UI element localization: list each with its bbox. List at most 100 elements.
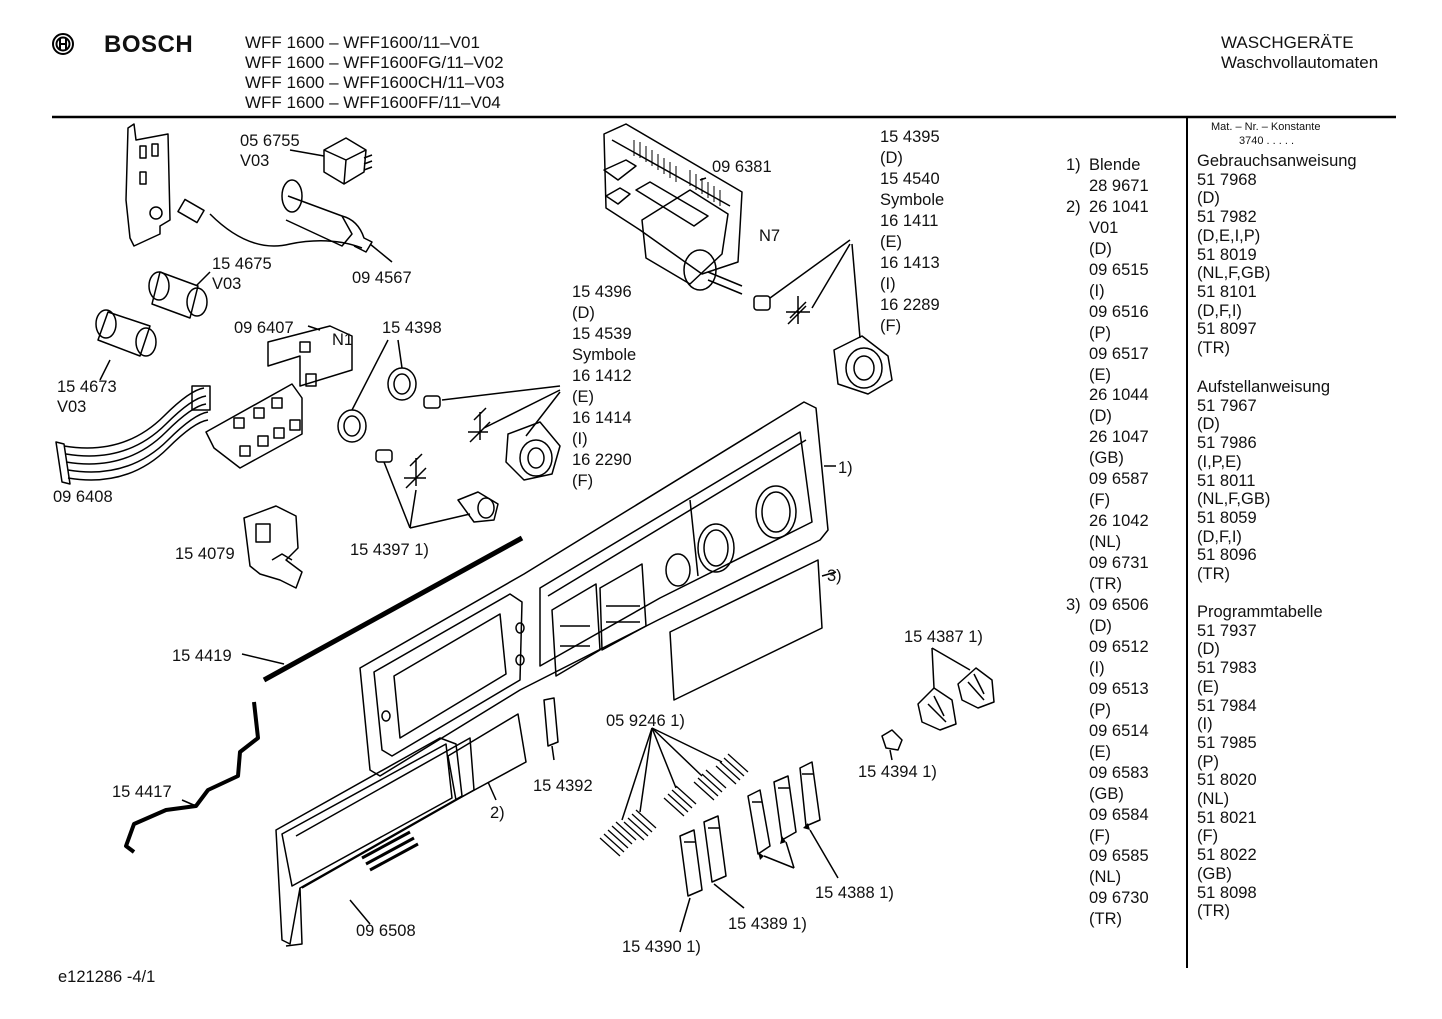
list-item: 09 6514	[1089, 721, 1149, 740]
bosch-logo-icon	[52, 33, 74, 55]
model-line: WFF 1600 – WFF1600CH/11–V03	[245, 73, 505, 92]
list-item: 09 6583	[1089, 763, 1149, 782]
leader-lines	[769, 239, 861, 339]
list-item: (NL,F,GB)	[1197, 264, 1271, 283]
list-item: 51 7986	[1197, 434, 1257, 453]
leader-line	[99, 359, 111, 381]
board-designator: N1	[332, 331, 354, 349]
list-item: (D)	[1197, 415, 1220, 434]
part-label: 09 6381	[712, 158, 772, 176]
reference-marker: 3)	[827, 567, 842, 585]
leader-line	[349, 899, 371, 925]
reference-marker: 2)	[490, 804, 505, 822]
list-item: (P)	[1089, 323, 1111, 342]
list-item: 51 8059	[1197, 508, 1257, 527]
part-label: 15 4390 1)	[622, 938, 701, 956]
category-subtitle: Waschvollautomaten	[1221, 53, 1379, 72]
list-item: (GB)	[1197, 864, 1232, 883]
list-item: (I)	[1089, 281, 1105, 300]
leader-line	[195, 271, 211, 287]
part-label: 15 4392	[533, 777, 593, 795]
list-item: 51 7985	[1197, 733, 1257, 752]
list-item: 51 7984	[1197, 696, 1257, 715]
part-label: 09 6508	[356, 922, 416, 940]
list-item: (E)	[1089, 365, 1111, 384]
part-label: 09 6407	[234, 319, 294, 337]
list-item: (E)	[880, 232, 902, 251]
list-item: 28 9671	[1089, 176, 1149, 195]
leader-lines	[679, 829, 839, 933]
spring-part	[599, 753, 749, 857]
capacitor-part	[177, 179, 373, 253]
list-item: 09 6516	[1089, 302, 1149, 321]
list-item: 51 7982	[1197, 208, 1257, 227]
list-item: 09 6513	[1089, 679, 1149, 698]
list-item: 16 2290	[572, 450, 632, 469]
reference-marker: 1)	[838, 459, 853, 477]
doc-section-aufstellanweisung: Aufstellanweisung 51 7967 (D) 51 7986 (I…	[1197, 378, 1330, 584]
list-item: (D,F,I)	[1197, 527, 1242, 546]
list-item: 09 6506	[1089, 596, 1149, 615]
mat-value: 3740 . . . . .	[1239, 135, 1295, 147]
brand-name: BOSCH	[104, 31, 194, 58]
part-label: 09 6408	[53, 488, 113, 506]
section-title: Aufstellanweisung	[1197, 378, 1330, 396]
list-item: 16 1412	[572, 366, 632, 385]
part-variant: V03	[212, 275, 242, 293]
reference-marker: 1)	[1066, 156, 1081, 174]
star-washer-part	[404, 407, 491, 489]
part-label: 15 4419	[172, 647, 232, 665]
list-item: (NL,F,GB)	[1197, 490, 1271, 509]
part-label: 15 4398	[382, 319, 442, 337]
part-label: 05 9246 1)	[606, 712, 685, 730]
list-item: (D)	[1197, 189, 1220, 208]
list-item: 15 4539	[572, 324, 632, 343]
list-item: 16 1414	[572, 408, 632, 427]
list-item: 15 4396	[572, 283, 632, 301]
list-item: (D,E,I,P)	[1197, 226, 1261, 245]
list-item: (D)	[1089, 239, 1112, 258]
list-item: (I,P,E)	[1197, 452, 1242, 471]
leader-line	[397, 339, 403, 369]
list-item: (I)	[1197, 715, 1213, 734]
part-label: 05 6755	[240, 132, 300, 150]
reference-marker: 3)	[1066, 596, 1081, 614]
list-item: (TR)	[1089, 910, 1122, 929]
list-item: 51 7937	[1197, 621, 1257, 640]
list-item: 16 1411	[880, 211, 939, 230]
doc-section-programmtabelle: Programmtabelle 51 7937 (D) 51 7983 (E) …	[1197, 603, 1323, 921]
part-label: 15 4387 1)	[904, 628, 983, 646]
document-code: e121286 -4/1	[58, 968, 156, 986]
list-item: 51 8019	[1197, 245, 1257, 264]
list-item: 15 4540	[880, 169, 940, 188]
list-item: (E)	[1089, 742, 1111, 761]
list-item: 16 2289	[880, 295, 940, 314]
part-variant: V03	[240, 152, 270, 170]
list-item: (D,F,I)	[1197, 301, 1242, 320]
list-item: (D)	[1089, 407, 1112, 426]
list-item: 26 1041	[1089, 197, 1149, 216]
list-item: 51 8011	[1197, 471, 1256, 490]
list-item: (I)	[1089, 658, 1105, 677]
star-washer-part	[786, 296, 810, 325]
list-item: 15 4395	[880, 128, 940, 146]
list-item: 51 8021	[1197, 808, 1257, 827]
leader-line	[931, 647, 935, 689]
list-item: Symbole	[880, 190, 945, 209]
knob-cap-part	[457, 421, 561, 523]
leader-line	[369, 243, 393, 263]
variant-list: 15 4395 (D) 15 4540 Symbole 16 1411 (E) …	[880, 127, 944, 337]
reference-list: Blende 28 9671 26 1041 V01 (D) 09 6515 (…	[1089, 155, 1149, 930]
part-label: 15 4675	[212, 255, 272, 273]
list-item: (D)	[880, 148, 903, 167]
list-item: 26 1047	[1089, 428, 1149, 447]
leader-line	[889, 749, 893, 761]
section-title: Gebrauchsanweisung	[1197, 152, 1357, 170]
list-item: 09 6512	[1089, 637, 1149, 656]
list-item: 26 1044	[1089, 386, 1149, 405]
list-item: (P)	[1197, 752, 1219, 771]
doc-section-gebrauchsanweisung: Gebrauchsanweisung 51 7968 (D) 51 7982 (…	[1197, 152, 1357, 358]
part-variant: V03	[57, 398, 87, 416]
part-label: 15 4388 1)	[815, 884, 894, 902]
leader-lines	[621, 727, 723, 821]
